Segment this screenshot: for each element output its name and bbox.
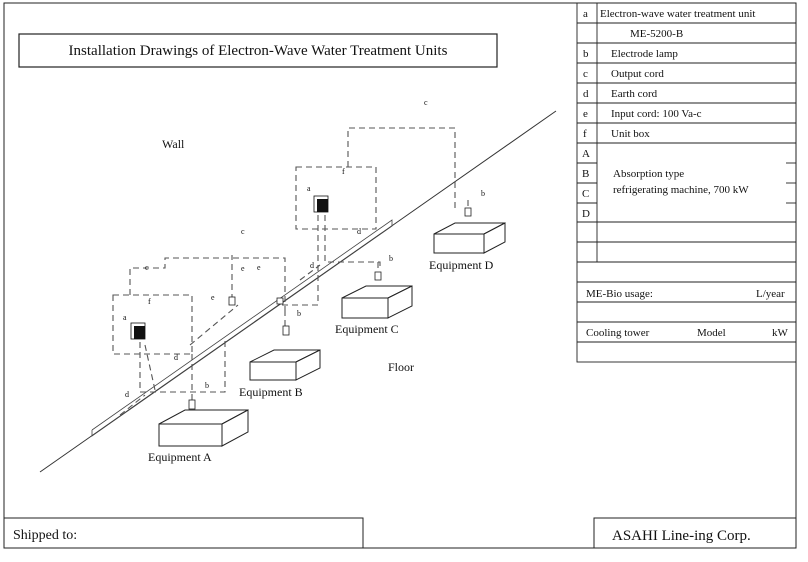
- svg-text:C: C: [582, 188, 589, 200]
- equipment-b-label: Equipment B: [239, 385, 303, 399]
- unit-box-left: [112, 294, 193, 355]
- usage-label: ME-Bio usage:: [586, 288, 653, 300]
- svg-text:d: d: [174, 353, 178, 362]
- svg-text:e: e: [257, 263, 261, 272]
- footer: [3, 517, 797, 549]
- equipment-desc-2: refrigerating machine, 700 kW: [613, 184, 749, 196]
- equipment-d-label: Equipment D: [429, 258, 494, 272]
- svg-text:f: f: [148, 297, 151, 306]
- svg-text:b: b: [583, 48, 589, 60]
- svg-text:c: c: [241, 227, 245, 236]
- title-box: Installation Drawings of Electron-Wave W…: [18, 33, 498, 68]
- equipment-a: [158, 409, 249, 447]
- legend-key-a: a: [583, 8, 588, 20]
- equipment-c: [341, 285, 413, 319]
- svg-text:B: B: [582, 168, 589, 180]
- equipment-c-label: Equipment C: [335, 322, 399, 336]
- svg-text:c: c: [583, 68, 588, 80]
- svg-text:A: A: [582, 148, 590, 160]
- svg-text:f: f: [583, 128, 587, 140]
- wall-label: Wall: [162, 137, 185, 151]
- legend-text: a Electron-wave water treatment unit ME-…: [582, 8, 789, 339]
- equipment-a-label: Equipment A: [148, 450, 212, 464]
- floor-label: Floor: [388, 360, 414, 374]
- svg-text:d: d: [357, 227, 361, 236]
- callouts: b b b b c c c d d d d e e e f f a a: [123, 98, 485, 399]
- svg-text:Input cord: 100 Va-c: Input cord: 100 Va-c: [611, 108, 702, 120]
- equipment-b: [249, 349, 321, 381]
- svg-text:d: d: [310, 261, 314, 270]
- page-title: Installation Drawings of Electron-Wave W…: [69, 43, 448, 59]
- svg-text:Electrode lamp: Electrode lamp: [611, 48, 678, 60]
- cooling-tower-label: Cooling tower: [586, 327, 650, 339]
- svg-text:c: c: [424, 98, 428, 107]
- equipment-desc-1: Absorption type: [613, 168, 684, 180]
- electrode-lamps: [188, 207, 472, 410]
- svg-text:b: b: [205, 381, 209, 390]
- svg-text:b: b: [481, 189, 485, 198]
- svg-text:D: D: [582, 208, 590, 220]
- output-cord-left: [129, 257, 286, 310]
- usage-unit: L/year: [756, 288, 785, 300]
- legend-table: [576, 2, 797, 363]
- company-name: ASAHI Line-ing Corp.: [612, 528, 751, 544]
- svg-text:a: a: [123, 313, 127, 322]
- ew-unit-left: [130, 322, 146, 340]
- outer-border: [3, 2, 797, 549]
- equipment-d: [433, 222, 506, 254]
- cord-wiring: [112, 127, 469, 416]
- svg-text:Output cord: Output cord: [611, 68, 664, 80]
- svg-text:a: a: [307, 184, 311, 193]
- model-label: Model: [697, 327, 726, 339]
- svg-text:b: b: [297, 309, 301, 318]
- legend-text-a: Electron-wave water treatment unit: [600, 8, 755, 20]
- duct: [91, 219, 393, 437]
- unit-box-right: [295, 166, 377, 230]
- output-cord-right: [347, 127, 456, 212]
- svg-text:Earth cord: Earth cord: [611, 88, 658, 100]
- svg-text:b: b: [389, 254, 393, 263]
- kw-label: kW: [772, 327, 789, 339]
- shipped-to-label: Shipped to:: [13, 528, 77, 543]
- ew-unit-right: [313, 195, 329, 213]
- legend-text-model: ME-5200-B: [630, 28, 683, 40]
- svg-text:d: d: [125, 390, 129, 399]
- svg-text:c: c: [145, 263, 149, 272]
- svg-text:f: f: [342, 167, 345, 176]
- svg-text:e: e: [241, 264, 245, 273]
- svg-text:Unit box: Unit box: [611, 128, 650, 140]
- svg-text:d: d: [583, 88, 589, 100]
- svg-text:e: e: [211, 293, 215, 302]
- svg-text:e: e: [583, 108, 588, 120]
